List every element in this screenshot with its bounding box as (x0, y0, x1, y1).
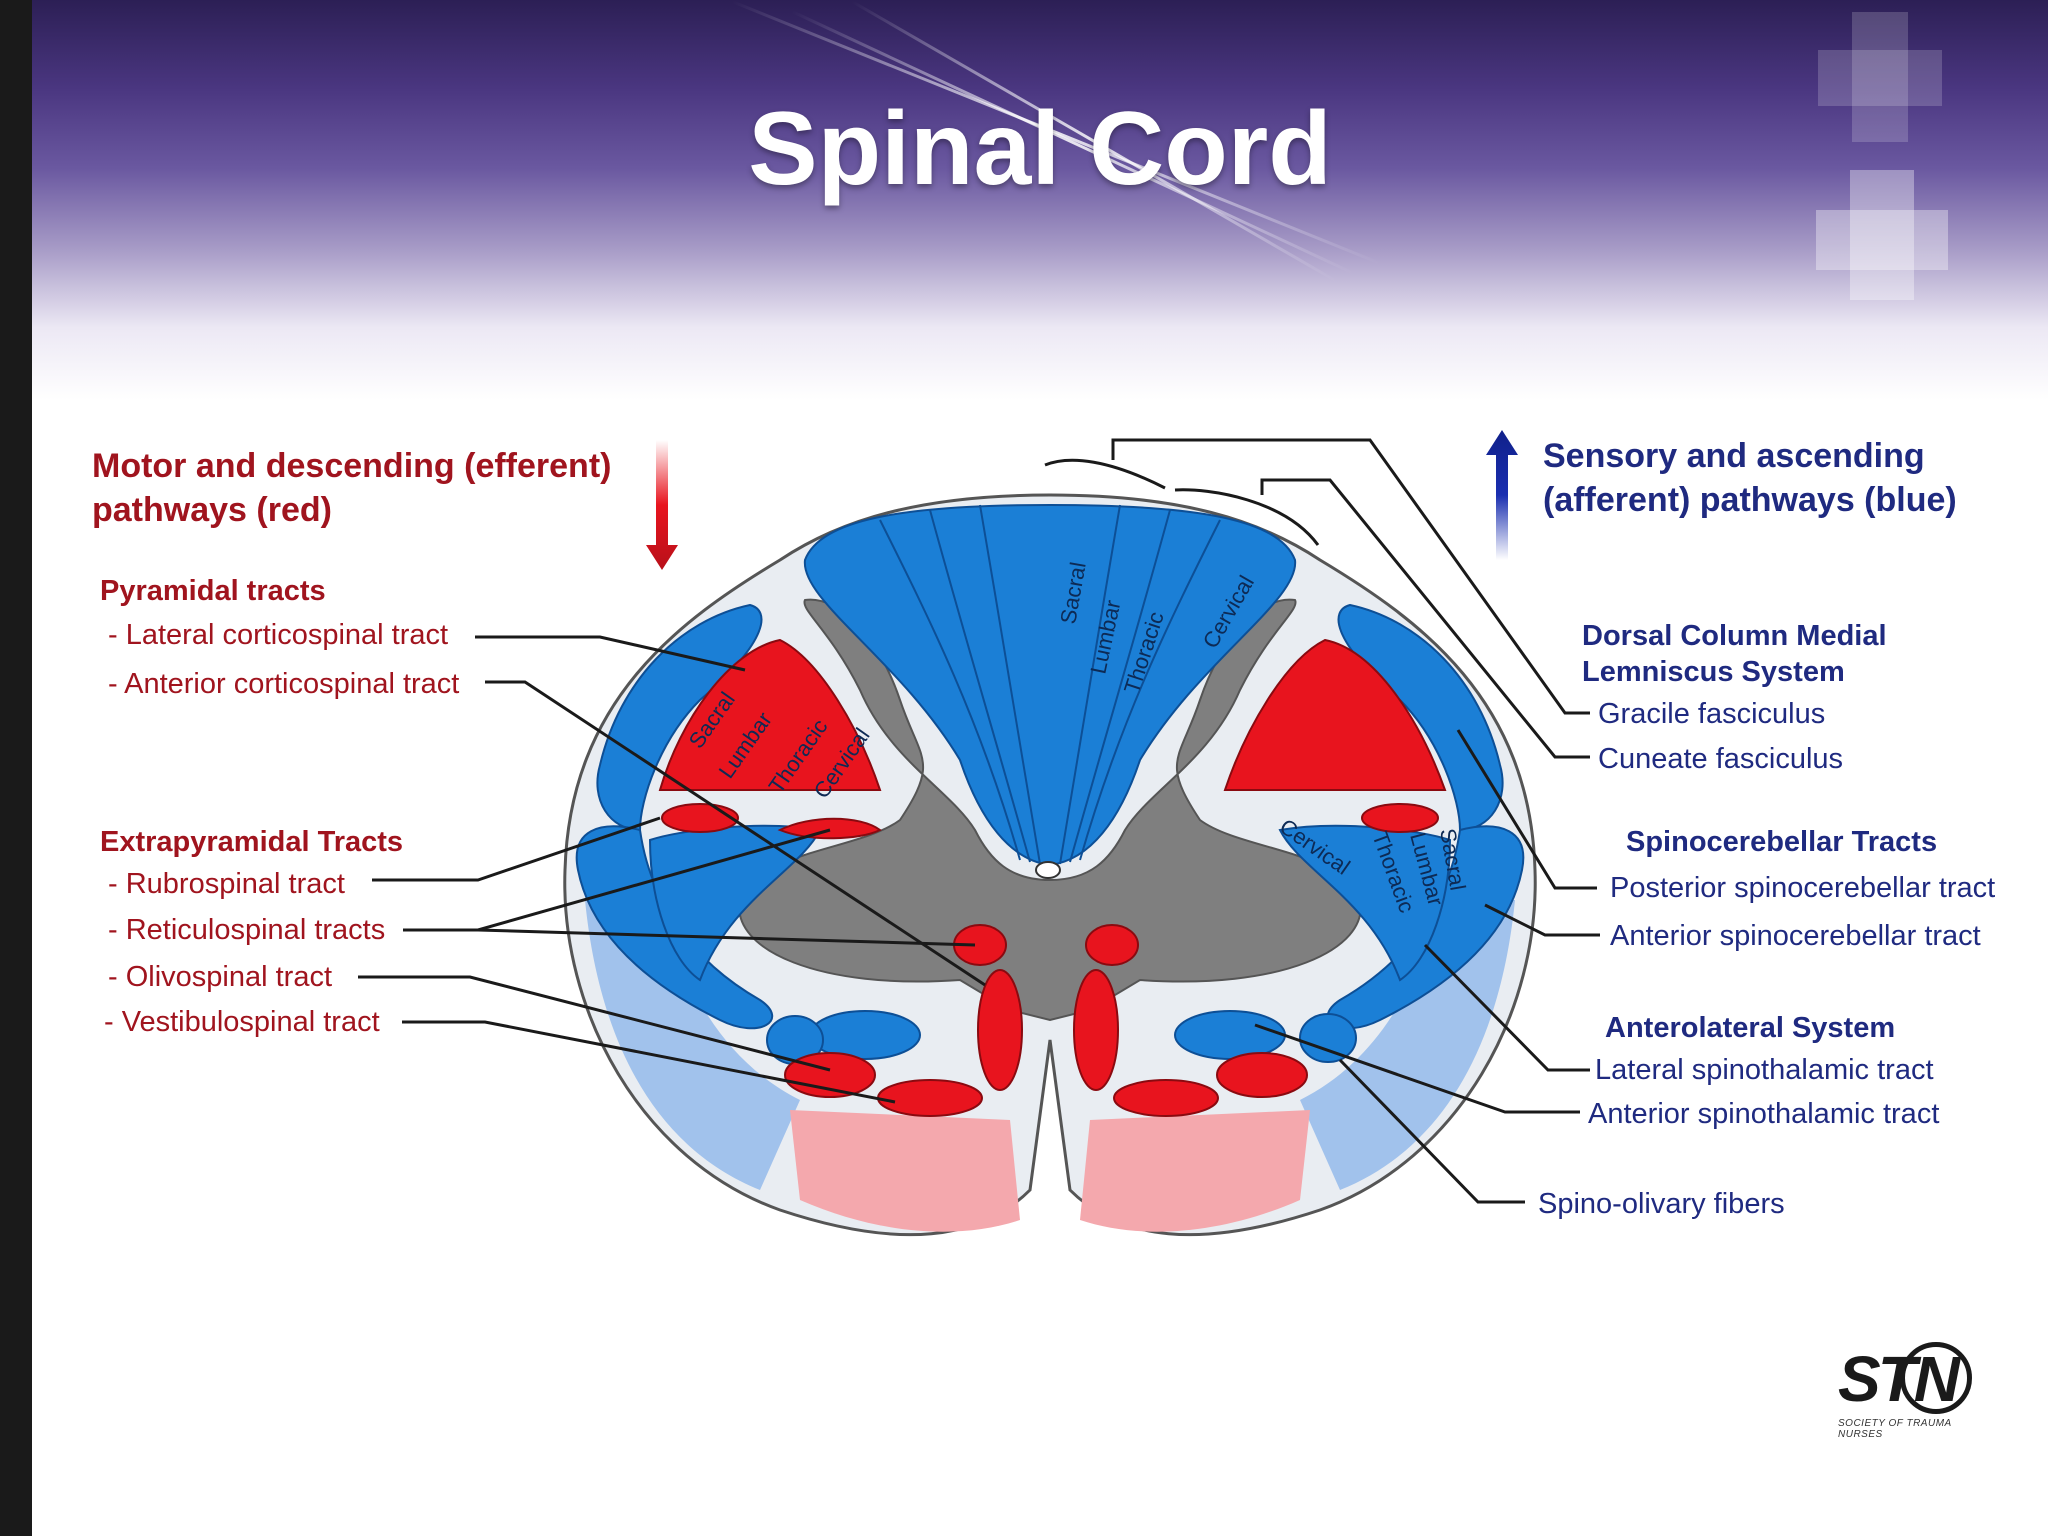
label-reticulospinal: - Reticulospinal tracts (108, 914, 386, 946)
rubrospinal-right (1361, 803, 1439, 833)
spinocerebellar-header: Spinocerebellar Tracts (1626, 826, 1938, 858)
label-vestibulospinal: - Vestibulospinal tract (104, 1006, 380, 1038)
label-anterior-spinothalamic: Anterior spinothalamic tract (1588, 1098, 1940, 1130)
rubrospinal-left (661, 803, 739, 833)
logo-subtext: SOCIETY OF TRAUMA NURSES (1838, 1418, 1952, 1440)
label-anterior-spinocerebellar: Anterior spinocerebellar tract (1610, 920, 1981, 952)
central-canal (1035, 861, 1061, 879)
cross-decoration (1816, 210, 1948, 270)
lateral-corticospinal-left (658, 638, 882, 791)
logo-ring (1900, 1342, 1972, 1414)
faded-anterior-right (1080, 1110, 1310, 1232)
vestibulospinal-right (1113, 1079, 1219, 1117)
faded-lateral-right (1300, 900, 1515, 1190)
cross-decoration (1818, 50, 1942, 106)
label-rubrospinal: - Rubrospinal tract (108, 868, 345, 900)
label-anterior-corticospinal: - Anterior corticospinal tract (108, 668, 460, 700)
slide-title: Spinal Cord (748, 91, 1332, 207)
ascending-arrow (1486, 430, 1518, 560)
dorsal-column-lines (879, 504, 1221, 865)
dorsal-columns (803, 503, 1297, 867)
label-posterior-spinocerebellar: Posterior spinocerebellar tract (1610, 872, 1996, 904)
stn-logo: STN SOCIETY OF TRAUMA NURSES (1838, 1342, 1976, 1440)
label-olivospinal: - Olivospinal tract (108, 961, 333, 993)
label-lateral-corticospinal: - Lateral corticospinal tract (108, 619, 449, 651)
pyramidal-tracts-header: Pyramidal tracts (100, 575, 326, 607)
cross-decoration (1850, 170, 1914, 300)
descending-arrow (646, 440, 678, 570)
lateral-corticospinal-right (1223, 638, 1447, 791)
label-gracile-fasciculus: Gracile fasciculus (1598, 698, 1826, 730)
anterior-corticospinal-right (1073, 969, 1119, 1091)
reticulospinal-right (1085, 924, 1139, 966)
sensory-pathways-header: Sensory and ascending (afferent) pathway… (1543, 437, 1957, 519)
olivospinal-right (1216, 1052, 1308, 1098)
anterolateral-header: Anterolateral System (1605, 1012, 1896, 1044)
grey-matter (738, 598, 1362, 1022)
label-spino-olivary: Spino-olivary fibers (1538, 1188, 1785, 1220)
motor-pathways-header: Motor and descending (efferent) pathways… (92, 447, 612, 529)
spino-olivary-right (1299, 1013, 1357, 1063)
faded-anterior-left (790, 1110, 1020, 1232)
faded-lateral-left (585, 900, 800, 1190)
title-banner (32, 0, 2048, 400)
label-cuneate-fasciculus: Cuneate fasciculus (1598, 743, 1844, 775)
anterior-spinothalamic-left (809, 1010, 921, 1060)
cross-decoration (1852, 12, 1908, 142)
reticulospinal-lateral-left (777, 817, 882, 840)
anterior-spinothalamic-right (1174, 1010, 1286, 1060)
label-lateral-spinothalamic: Lateral spinothalamic tract (1595, 1054, 1934, 1086)
vestibulospinal-left (877, 1079, 983, 1117)
slide-left-border (0, 0, 32, 1536)
extrapyramidal-tracts-header: Extrapyramidal Tracts (100, 826, 404, 858)
leader-lines (358, 438, 1600, 1204)
dcml-header: Dorsal Column Medial Lemniscus System (1582, 620, 1887, 688)
anterior-corticospinal-left (977, 969, 1023, 1091)
